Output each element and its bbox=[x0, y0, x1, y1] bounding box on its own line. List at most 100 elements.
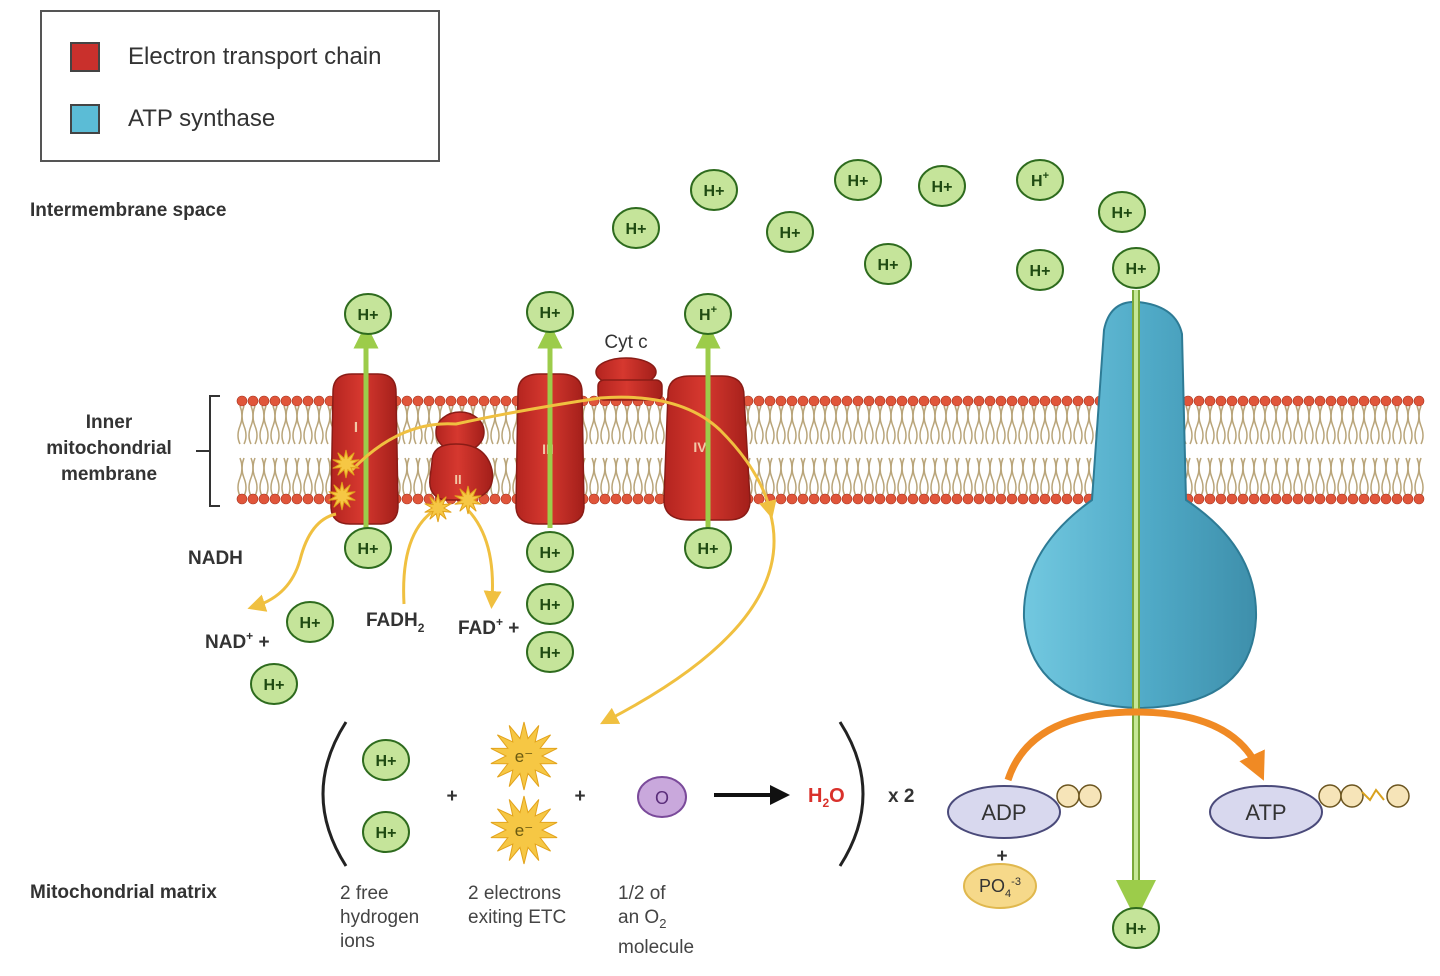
adp-molecule: ADP bbox=[947, 784, 1102, 839]
proton-label: H+ bbox=[376, 825, 397, 842]
lipid bbox=[291, 395, 303, 505]
lipid-bilayer bbox=[236, 395, 1425, 505]
lipid bbox=[907, 395, 919, 505]
lipid bbox=[940, 395, 952, 505]
electron-path-main bbox=[350, 395, 777, 519]
lipid bbox=[1325, 395, 1337, 505]
electron-path-to-water bbox=[600, 511, 776, 725]
proton: H+ bbox=[1098, 191, 1146, 233]
proton-label: H+ bbox=[848, 173, 869, 190]
complex-iv-label: IV bbox=[693, 439, 707, 455]
lipid bbox=[1248, 395, 1260, 505]
lipid bbox=[489, 395, 501, 505]
lipid bbox=[1061, 395, 1073, 505]
proton: H+ bbox=[526, 531, 574, 573]
membrane-bracket bbox=[196, 395, 220, 507]
nadh-arrow bbox=[247, 512, 337, 612]
lipid bbox=[852, 395, 864, 505]
fad-arrow bbox=[466, 508, 502, 609]
proton-label: H+ bbox=[878, 257, 899, 274]
proton: H+ bbox=[286, 601, 334, 643]
lipid bbox=[632, 395, 644, 505]
proton-label: H+ bbox=[932, 179, 953, 196]
equation-right-paren bbox=[838, 721, 865, 867]
equation-left-paren bbox=[321, 721, 348, 867]
proton: H+ bbox=[1016, 159, 1064, 201]
sparkle-2 bbox=[328, 481, 356, 511]
lipid bbox=[863, 395, 875, 505]
proton: H+ bbox=[1112, 247, 1160, 289]
plus-sign-1: + bbox=[446, 786, 457, 807]
proton-label: H+ bbox=[1030, 263, 1051, 280]
lipid bbox=[643, 395, 655, 505]
cytochrome-c: Cyt c bbox=[595, 332, 663, 401]
lipid bbox=[874, 395, 886, 505]
phosphate-label: PO4-3 bbox=[979, 876, 1021, 900]
legend-swatch-atp-synthase bbox=[70, 104, 100, 134]
lipid bbox=[401, 395, 413, 505]
lipid bbox=[841, 395, 853, 505]
lipid bbox=[258, 395, 270, 505]
proton: H+ bbox=[834, 159, 882, 201]
lipid bbox=[1347, 395, 1359, 505]
fad-label: FAD+ + bbox=[458, 615, 519, 639]
lipid bbox=[1402, 395, 1414, 505]
lipid bbox=[1039, 395, 1051, 505]
water-label: H2O bbox=[808, 785, 845, 810]
lipid bbox=[500, 395, 512, 505]
lipid bbox=[1314, 395, 1326, 505]
proton: H+ bbox=[684, 527, 732, 569]
lipid bbox=[1369, 395, 1381, 505]
lipid bbox=[775, 395, 787, 505]
complex-i-label: I bbox=[354, 419, 358, 436]
electron-sparkles bbox=[328, 449, 482, 523]
lipid bbox=[599, 395, 611, 505]
proton: H+ bbox=[690, 169, 738, 211]
proton-label: H+ bbox=[540, 545, 561, 562]
proton-label: H+ bbox=[358, 307, 379, 324]
proton: H+ bbox=[526, 583, 574, 625]
proton-label: H+ bbox=[540, 645, 561, 662]
adp-plus-sign: + bbox=[996, 846, 1007, 867]
lipid bbox=[588, 395, 600, 505]
proton: H+ bbox=[344, 527, 392, 569]
proton: H+ bbox=[362, 739, 410, 781]
lipid bbox=[962, 395, 974, 505]
lipid bbox=[302, 395, 314, 505]
proton-label: H+ bbox=[1031, 170, 1049, 190]
legend-label-atp-synthase: ATP synthase bbox=[128, 105, 276, 132]
lipid bbox=[1391, 395, 1403, 505]
lipid bbox=[610, 395, 622, 505]
plus-sign-2: + bbox=[574, 786, 585, 807]
proton-label: H+ bbox=[358, 541, 379, 558]
oxygen-atom bbox=[637, 776, 687, 818]
intermembrane-space-label: Intermembrane space bbox=[30, 200, 227, 221]
lipid bbox=[1226, 395, 1238, 505]
proton-label: H+ bbox=[540, 305, 561, 322]
sparkle-3 bbox=[424, 493, 452, 523]
lipid bbox=[764, 395, 776, 505]
caption-oxygen: 1/2 of an O2 molecule bbox=[618, 883, 695, 958]
proton: H+ bbox=[362, 811, 410, 853]
nad-label: NAD+ + bbox=[205, 629, 270, 653]
lipid bbox=[1380, 395, 1392, 505]
proton: H+ bbox=[918, 165, 966, 207]
membrane-label-line-1: Inner bbox=[85, 412, 133, 433]
proton: H+ bbox=[684, 293, 732, 335]
lipid bbox=[1336, 395, 1348, 505]
lipid bbox=[1006, 395, 1018, 505]
lipid bbox=[1281, 395, 1293, 505]
proton: H+ bbox=[864, 243, 912, 285]
electron-star-1 bbox=[490, 721, 558, 791]
caption-electrons: 2 electrons exiting ETC bbox=[468, 883, 567, 928]
lipid bbox=[1292, 395, 1304, 505]
lipid bbox=[1259, 395, 1271, 505]
legend: Electron transport chain ATP synthase bbox=[40, 10, 440, 162]
mitochondrial-matrix-label: Mitochondrial matrix bbox=[30, 882, 217, 903]
fadh2-label: FADH2 bbox=[366, 610, 425, 635]
proton-label: H+ bbox=[699, 304, 717, 324]
lipid bbox=[1072, 395, 1084, 505]
cyt-c-label: Cyt c bbox=[604, 332, 647, 353]
lipid bbox=[654, 395, 666, 505]
